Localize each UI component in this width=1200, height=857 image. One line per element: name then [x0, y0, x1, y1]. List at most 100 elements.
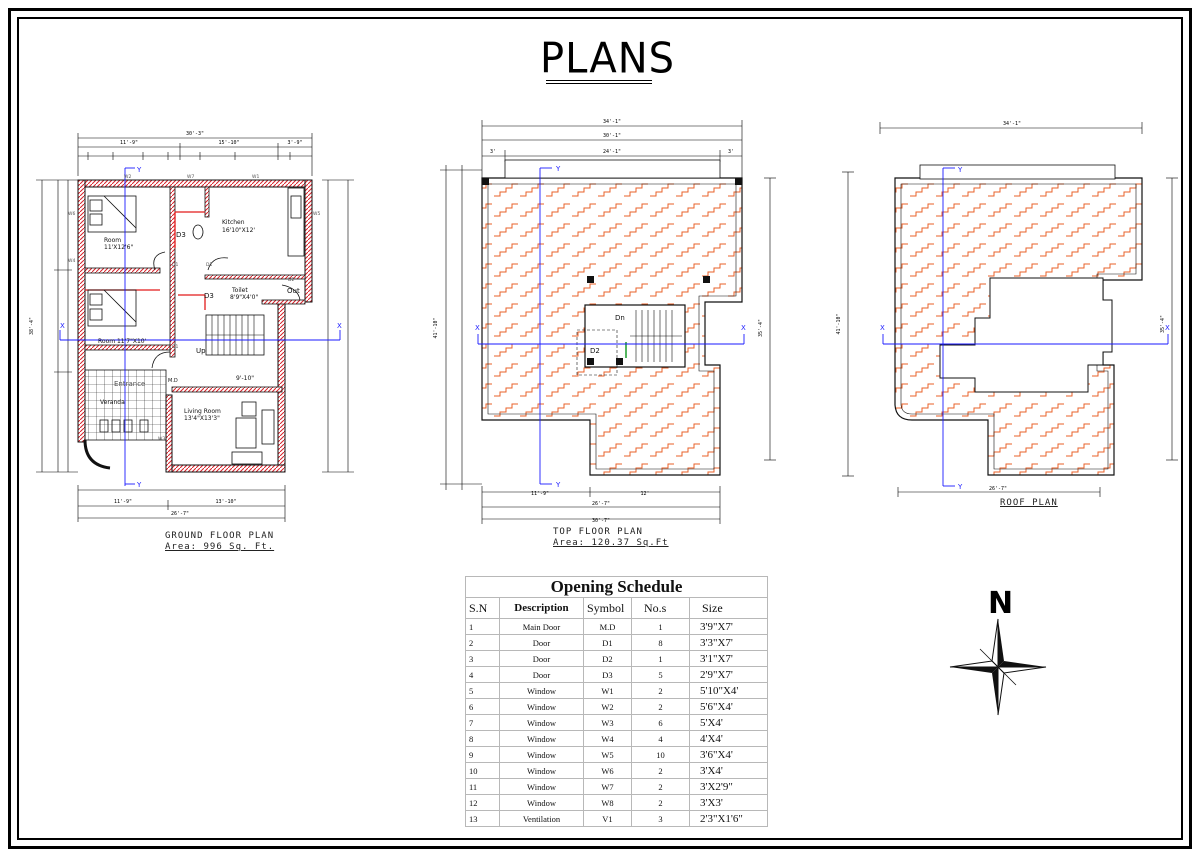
gf-axis-x-right: X: [337, 322, 342, 330]
cell-size: 3'X4': [688, 762, 769, 779]
cell-size: 3'3"X7': [688, 634, 769, 651]
gf-axis-x-left: X: [60, 322, 65, 330]
gf-d3-label: D3: [176, 231, 186, 239]
cell-symbol: W8: [583, 794, 632, 811]
gf-md-label: M.D: [168, 378, 178, 384]
title-underline-2: [546, 83, 652, 84]
tf-axis-x-left: X: [475, 324, 480, 332]
tf-dim-bottom-b: 12': [640, 491, 649, 497]
cell-size: 3'X2'9": [688, 778, 769, 795]
cell-nos: 3: [631, 810, 690, 827]
gf-staircase: [205, 314, 265, 356]
cell-size: 2'3"X1'6": [688, 810, 769, 827]
tf-dim-c: 24'-1": [603, 149, 621, 155]
top-floor-plan: 34'-1" 30'-1" 24'-1" 3' 3' 41'-10" 35'-4…: [433, 119, 776, 524]
tf-axis-y-bottom: Y: [555, 481, 561, 489]
gf-dim-left: 11'-9": [120, 140, 138, 146]
cell-size: 3'6"X4': [688, 746, 769, 763]
gf-dim-right: 3'-9": [287, 140, 302, 146]
cell-size: 3'X3': [688, 794, 769, 811]
gf-dim-bottom-total: 26'-7": [171, 511, 189, 517]
gf-dim-height: 38'-4": [29, 317, 35, 335]
gf-passage-dim: 9'-10": [236, 375, 254, 382]
cell-size: 5'X4': [688, 714, 769, 731]
cell-description: Window: [499, 682, 584, 699]
outer-frame: [8, 8, 1192, 849]
cell-sn: 7: [465, 714, 500, 731]
cell-symbol: W2: [583, 698, 632, 715]
gf-w5-label: W5: [313, 211, 320, 217]
rf-axis-y-top: Y: [957, 166, 963, 174]
cell-nos: 2: [631, 794, 690, 811]
cell-sn: 6: [465, 698, 500, 715]
header-size: Size: [688, 597, 769, 619]
cell-symbol: D1: [583, 634, 632, 651]
cell-sn: 10: [465, 762, 500, 779]
cell-symbol: W6: [583, 762, 632, 779]
cell-sn: 11: [465, 778, 500, 795]
cell-symbol: W1: [583, 682, 632, 699]
ground-floor-plan: 30'-3" 11'-9" 15'-10" 3'-9" 38'-4": [29, 131, 354, 522]
rf-axis-y-bottom: Y: [957, 483, 963, 491]
cell-nos: 4: [631, 730, 690, 747]
gf-d1b-label: D1: [206, 262, 212, 268]
gf-toilet-size: 8'9"X4'0": [230, 294, 258, 301]
gf-axis-y-bottom: Y: [136, 481, 142, 489]
cell-nos: 1: [631, 618, 690, 635]
cell-size: 5'10"X4': [688, 682, 769, 699]
cell-description: Door: [499, 650, 584, 667]
gf-living-size: 13'4"X13'3": [184, 415, 220, 422]
gf-w6-label: W6: [68, 211, 75, 217]
tf-dim-height: 41'-10": [433, 317, 439, 338]
tf-dim-b: 30'-1": [603, 133, 621, 139]
header-sn: S.N: [465, 597, 500, 619]
cell-description: Door: [499, 666, 584, 683]
cell-nos: 2: [631, 698, 690, 715]
gf-toilet-label: Toilet: [231, 287, 248, 294]
gf-w3-label: W3: [158, 436, 165, 442]
cell-sn: 3: [465, 650, 500, 667]
gf-kitchen-label: Kitchen: [222, 219, 245, 226]
gf-walls: [77, 179, 313, 473]
tf-dim-bottom-a: 11'-9": [531, 491, 549, 497]
gf-d1-label: D1: [172, 262, 178, 268]
header-nos: No.s: [631, 597, 690, 619]
cell-sn: 8: [465, 730, 500, 747]
cell-symbol: W7: [583, 778, 632, 795]
cell-nos: 1: [631, 650, 690, 667]
tf-area: Area: 120.37 Sq.Ft: [553, 538, 669, 548]
header-symbol: Symbol: [583, 597, 632, 619]
rf-axis-x-left: X: [880, 324, 885, 332]
cell-sn: 1: [465, 618, 500, 635]
roof-plan: 34'-1" 26'-7" 41'-10" 35'-4" Y Y X X: [836, 121, 1178, 497]
rf-dim-right: 35'-4": [1160, 315, 1166, 333]
gf-w7-label: W7: [187, 174, 194, 180]
gf-d1c-label: D1: [172, 344, 178, 350]
tf-dim-bottom-total2: 30'-7": [592, 518, 610, 524]
rf-dim-top: 34'-1": [1003, 121, 1021, 127]
tf-axis-x-right: X: [741, 324, 746, 332]
gf-caption: GROUND FLOOR PLAN: [165, 531, 275, 541]
cell-nos: 6: [631, 714, 690, 731]
gf-w2-label: W2: [124, 174, 131, 180]
cell-size: 2'9"X7': [688, 666, 769, 683]
schedule-title: Opening Schedule: [464, 576, 769, 598]
inner-frame: [17, 17, 1183, 840]
cell-description: Window: [499, 762, 584, 779]
tf-dim-right: 35'-4": [758, 319, 764, 337]
north-label: N: [988, 586, 1014, 621]
gf-left-dimensions: [36, 179, 78, 473]
cell-sn: 5: [465, 682, 500, 699]
gf-verandah-label: Veranda: [100, 399, 125, 406]
tf-d2-label: D2: [590, 347, 600, 355]
gf-area: Area: 996 Sq. Ft.: [165, 542, 275, 552]
cell-nos: 2: [631, 682, 690, 699]
cell-description: Ventilation: [499, 810, 584, 827]
tf-caption: TOP FLOOR PLAN: [553, 527, 643, 537]
gf-dim-total: 30'-3": [186, 131, 204, 137]
